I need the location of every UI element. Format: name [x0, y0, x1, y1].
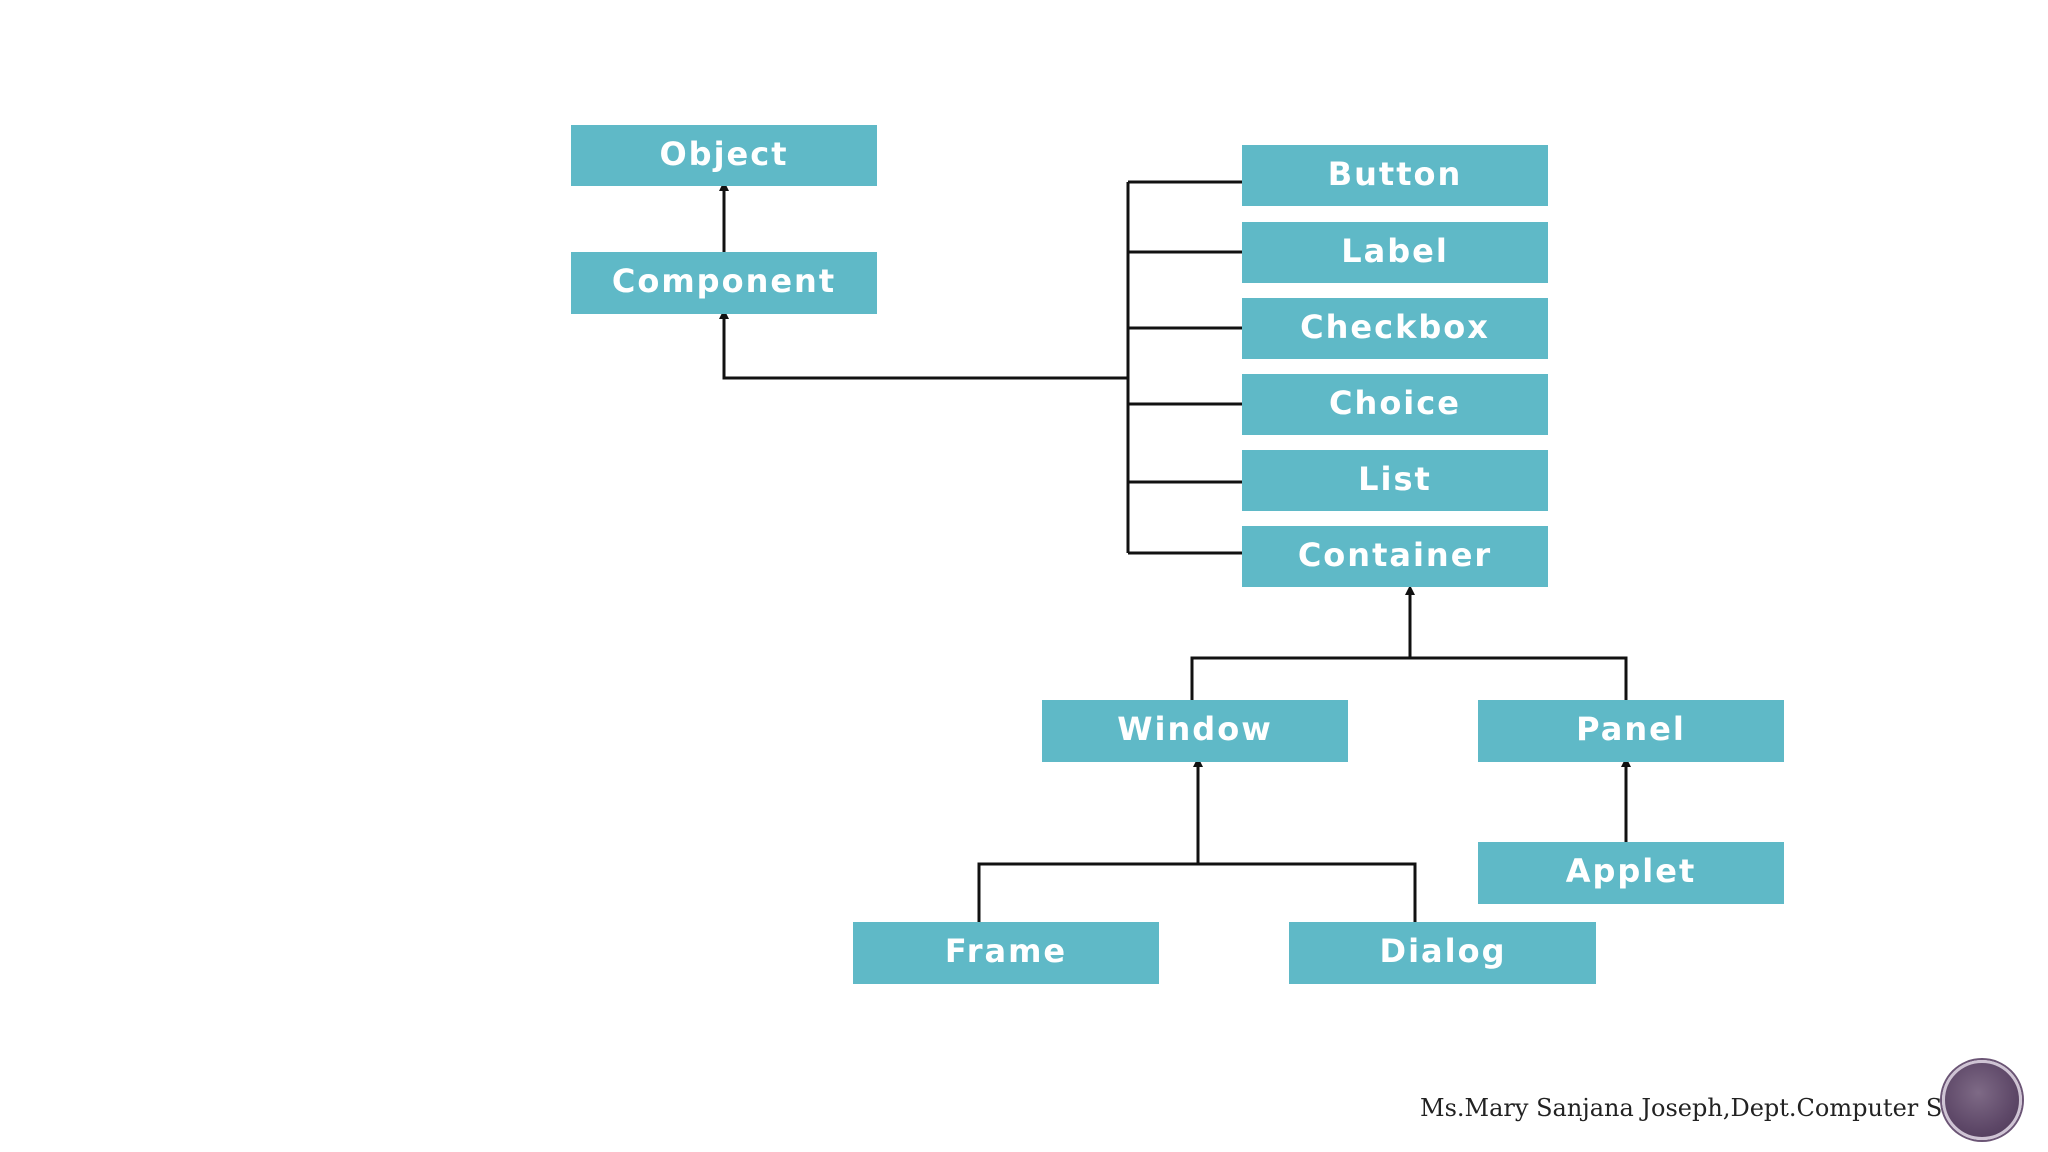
footer-attribution: Ms.Mary Sanjana Joseph,Dept.Computer Sc(…: [1420, 1094, 2014, 1122]
node-object: Object: [571, 125, 877, 186]
edge-bus-component: [719, 309, 1128, 380]
node-button: Button: [1242, 145, 1548, 206]
node-button-label: Button: [1328, 155, 1463, 193]
node-component-label: Component: [612, 262, 836, 300]
node-frame-label: Frame: [945, 932, 1067, 970]
connectors: [719, 180, 1631, 922]
node-list-label: List: [1358, 460, 1432, 498]
node-window-label: Window: [1117, 710, 1273, 748]
node-panel-label: Panel: [1576, 710, 1686, 748]
node-panel: Panel: [1478, 700, 1784, 762]
node-container-label: Container: [1298, 536, 1492, 574]
node-window: Window: [1042, 700, 1348, 762]
node-applet-label: Applet: [1566, 852, 1697, 890]
node-choice-label: Choice: [1329, 384, 1461, 422]
edge-window-panel-container: [1190, 656, 1628, 700]
node-label: Label: [1242, 222, 1548, 283]
node-dialog: Dialog: [1289, 922, 1596, 984]
slide-decoration-circle: [1942, 1060, 2022, 1140]
node-list: List: [1242, 450, 1548, 511]
node-label-label: Label: [1341, 232, 1449, 270]
node-checkbox: Checkbox: [1242, 298, 1548, 359]
node-dialog-label: Dialog: [1380, 932, 1507, 970]
node-checkbox-label: Checkbox: [1300, 308, 1490, 346]
node-frame: Frame: [853, 922, 1159, 984]
node-container: Container: [1242, 526, 1548, 587]
node-object-label: Object: [659, 135, 788, 173]
edge-frame-dialog-window: [977, 862, 1417, 922]
node-component: Component: [571, 252, 877, 314]
node-applet: Applet: [1478, 842, 1784, 904]
node-choice: Choice: [1242, 374, 1548, 435]
